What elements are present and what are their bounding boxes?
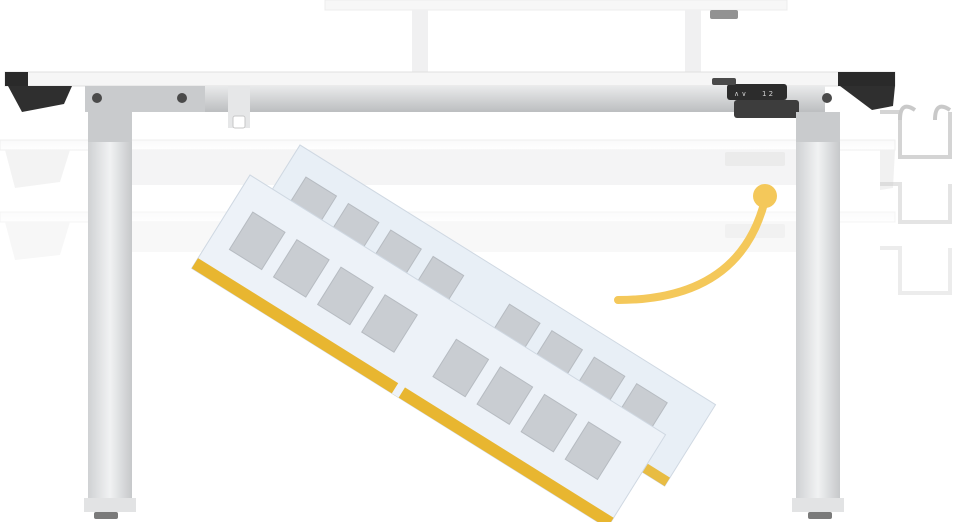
desktop <box>4 71 896 112</box>
headphone-hook <box>880 104 952 295</box>
desk-frame-beam <box>85 86 832 129</box>
memory-curve <box>614 184 777 304</box>
controller-arrows[interactable]: ∧ ∨ <box>734 90 746 98</box>
left-leg <box>84 112 136 519</box>
memory-module-front <box>191 174 667 522</box>
right-leg <box>792 112 844 519</box>
height-controller[interactable]: ∧ ∨ 1 2 <box>712 78 799 118</box>
desk-middle-position <box>0 139 896 190</box>
controller-presets[interactable]: 1 2 <box>762 90 773 98</box>
desk-top-position <box>324 0 788 75</box>
